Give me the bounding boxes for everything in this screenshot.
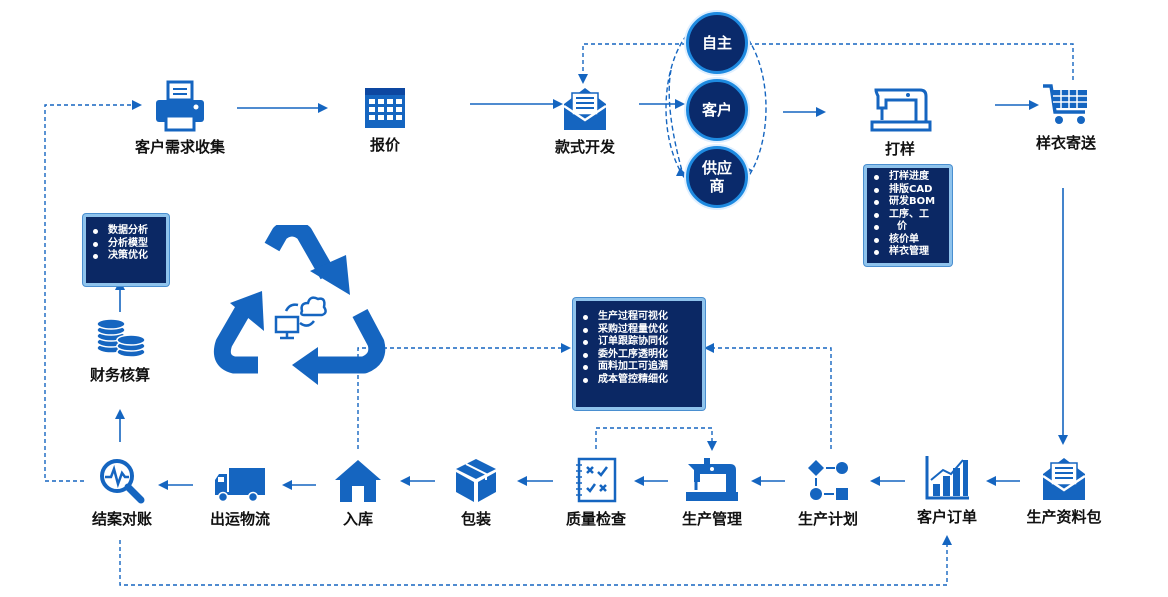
center-item: 生产过程可视化 (576, 311, 702, 324)
sample-item: 样衣管理 (867, 246, 949, 259)
analysis-item: 分析模型 (86, 238, 166, 251)
sewing-machine-icon (686, 458, 738, 501)
magnifier-pulse-icon (100, 459, 145, 504)
ellipse-arrowhead-left (676, 168, 688, 176)
node-qc-label: 质量检查 (565, 510, 626, 528)
node-pack-label: 包装 (460, 510, 491, 528)
recycle-cloud-icon (213, 225, 386, 385)
coins-icon (96, 318, 146, 358)
node-logistics-label: 出运物流 (209, 510, 270, 528)
bar-chart-icon (925, 456, 969, 500)
center-item: 成本管控精细化 (576, 374, 702, 387)
workflow-icon (808, 460, 848, 500)
node-plan-label: 生产计划 (797, 510, 858, 528)
node-warehouse-label: 入库 (342, 510, 373, 528)
sample-item: 工序、工 (867, 209, 949, 222)
source-self-label: 自主 (701, 34, 732, 52)
center-item: 采购过程量优化 (576, 324, 702, 337)
node-order-label: 客户订单 (916, 508, 977, 526)
node-finance-label: 财务核算 (89, 366, 150, 384)
ellipse-arrow-left (668, 69, 685, 179)
sample-item: 核价单 (867, 234, 949, 247)
node-manage-label: 生产管理 (681, 510, 742, 528)
dashed-ship-to-self (748, 43, 1074, 80)
sample-item: 打样进度 (867, 171, 949, 184)
sample-info-box: 打样进度 排版CAD 研发BOM 工序、工 价 核价单 样衣管理 (864, 165, 952, 266)
node-qc: 质量检查 (556, 456, 636, 529)
node-demand: 客户需求收集 (120, 80, 240, 157)
node-ship-sample: 样衣寄送 (1030, 82, 1102, 153)
dashed-settle-order (119, 535, 952, 586)
envelope-icon (563, 88, 607, 130)
dashed-self-to-design (578, 43, 686, 84)
sample-item: 研发BOM (867, 196, 949, 209)
center-item: 面料加工可追溯 (576, 361, 702, 374)
node-ship-sample-label: 样衣寄送 (1035, 134, 1096, 152)
node-quote: 报价 (350, 86, 420, 155)
node-finance: 财务核算 (80, 318, 160, 385)
node-plan: 生产计划 (786, 456, 870, 529)
box-icon (456, 459, 496, 502)
calendar-grid-icon (365, 88, 405, 128)
checklist-icon (576, 457, 617, 503)
truck-icon (215, 468, 265, 503)
node-demand-label: 客户需求收集 (134, 138, 225, 156)
node-order: 客户订单 (905, 454, 989, 527)
node-manage: 生产管理 (670, 456, 754, 529)
source-customer-circle: 客户 (686, 79, 748, 141)
envelope-icon (1042, 458, 1086, 500)
source-supplier-circle: 供应 商 (686, 146, 748, 208)
center-benefits-box: 生产过程可视化 采购过程量优化 订单跟踪协同化 委外工序透明化 面料加工可追溯 … (573, 298, 705, 410)
node-tech-pack-label: 生产资料包 (1026, 508, 1102, 526)
source-self-circle: 自主 (686, 12, 748, 74)
analysis-item: 决策优化 (86, 250, 166, 263)
analysis-item: 数据分析 (86, 225, 166, 238)
center-item: 订单跟踪协同化 (576, 336, 702, 349)
house-icon (335, 460, 381, 502)
dashed-plan-center (704, 343, 832, 449)
node-sample: 打样 (864, 84, 936, 159)
analysis-box: 数据分析 分析模型 决策优化 (83, 214, 169, 286)
node-tech-pack: 生产资料包 (1018, 454, 1110, 527)
node-pack: 包装 (444, 456, 508, 529)
node-design-label: 款式开发 (554, 138, 615, 156)
shopping-cart-icon (1043, 84, 1087, 124)
dashed-loop-settle-demand (44, 100, 142, 482)
node-warehouse: 入库 (326, 458, 390, 529)
dashed-warehouse-center (357, 343, 571, 449)
node-sample-label: 打样 (884, 140, 915, 158)
center-item: 委外工序透明化 (576, 349, 702, 362)
sewing-machine-icon (870, 88, 932, 132)
node-design: 款式开发 (545, 84, 625, 157)
node-quote-label: 报价 (369, 136, 400, 154)
sample-item: 排版CAD (867, 184, 949, 197)
dashed-qc-manage (595, 427, 717, 451)
printer-icon (156, 80, 204, 132)
source-supplier-label-2: 商 (709, 177, 725, 195)
source-supplier-label-1: 供应 (701, 159, 732, 177)
node-settle: 结案对账 (80, 456, 164, 529)
sample-item-continued: 价 (867, 221, 949, 234)
node-settle-label: 结案对账 (91, 510, 152, 528)
source-customer-label: 客户 (701, 101, 732, 119)
node-logistics: 出运物流 (198, 462, 282, 529)
